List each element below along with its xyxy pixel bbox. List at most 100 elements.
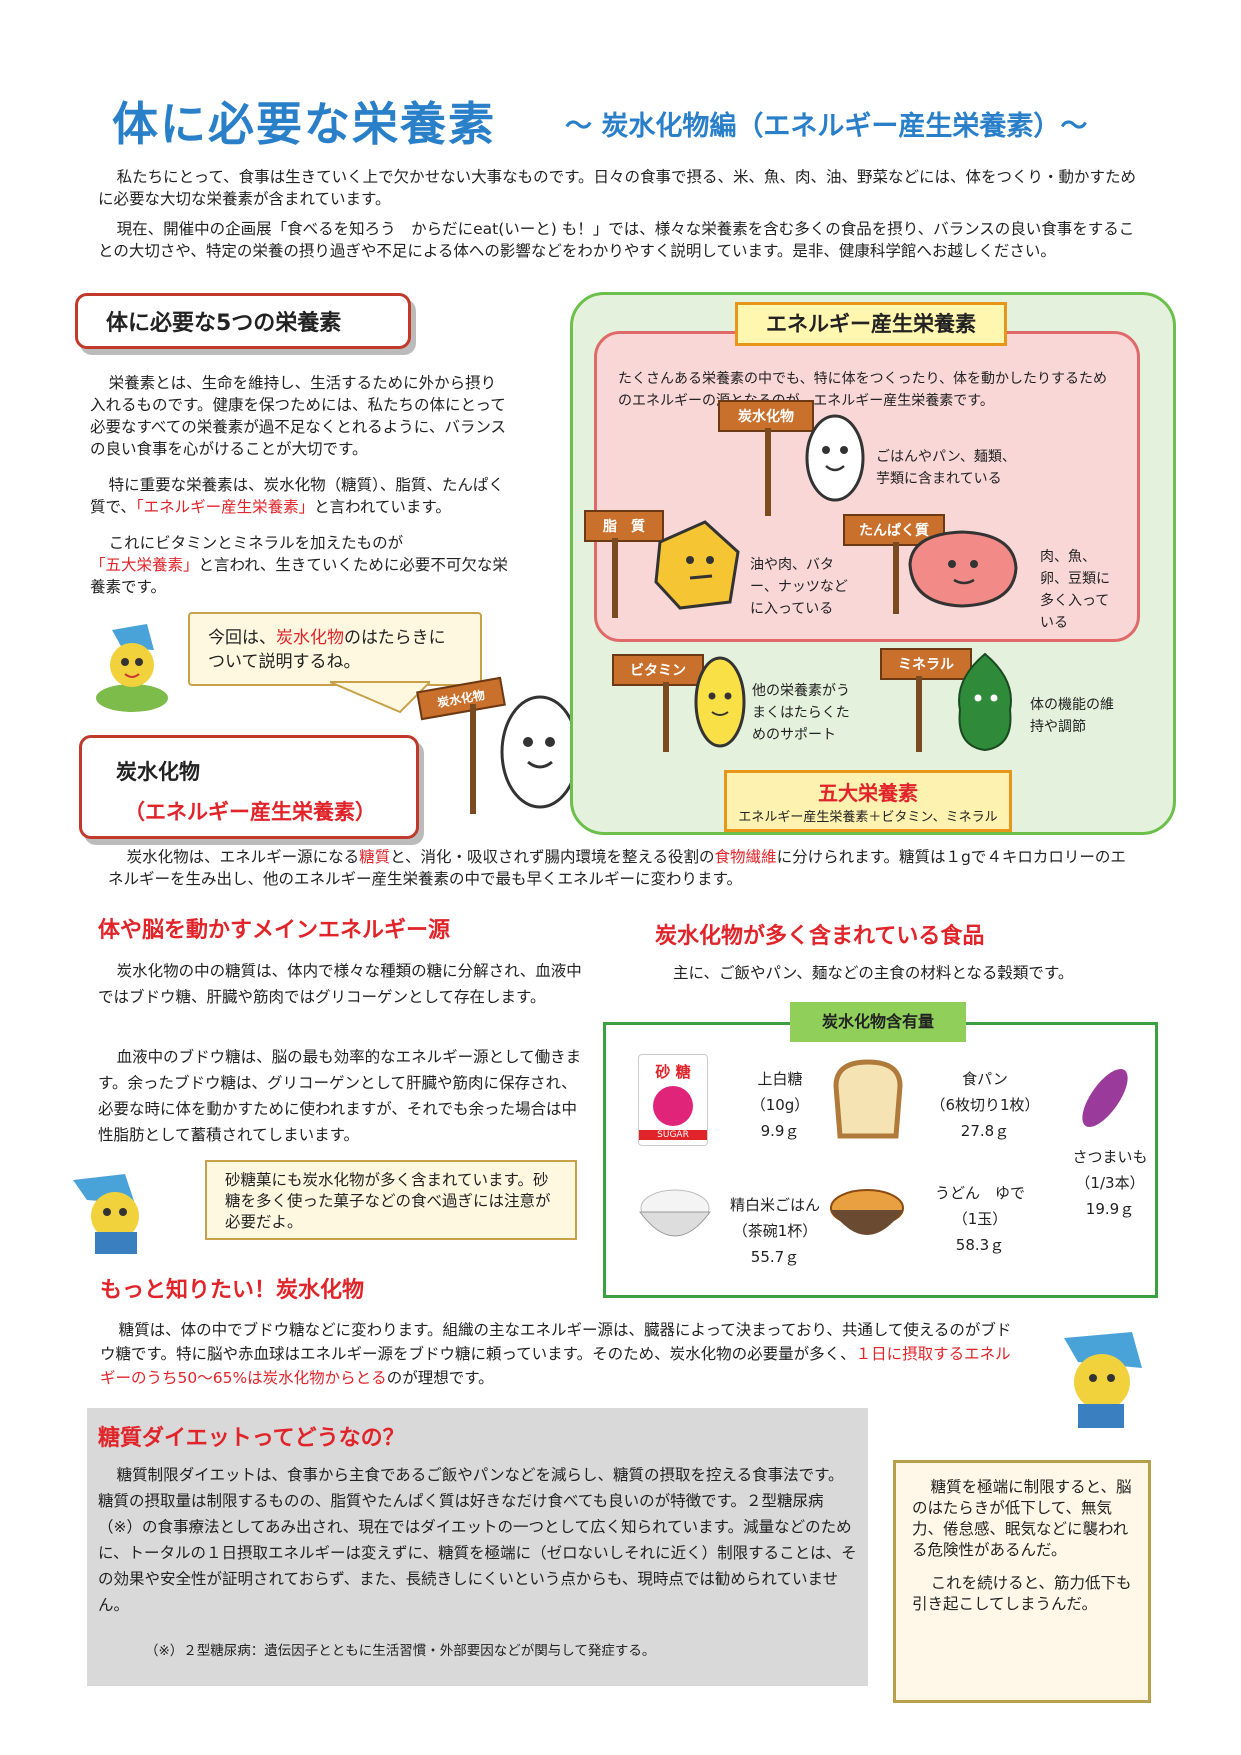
- energy-paragraph-2: 血液中のブドウ糖は、脳の最も効率的なエネルギー源として働きます。余ったブドウ糖は…: [98, 1048, 582, 1144]
- food-name: 上白糖: [757, 1070, 803, 1088]
- carb-intro-red1: 糖質: [359, 848, 391, 866]
- carb-heading-line1: 炭水化物: [116, 760, 200, 784]
- p2-text-a: 特に重要な栄養素は、炭水化物（糖質）、脂質、たんぱく質で、: [90, 476, 504, 516]
- carb-heading-box: 炭水化物 （エネルギー産生栄養素）: [79, 735, 419, 839]
- fat-description: 油や肉、バター、ナッツなどに入っている: [750, 557, 848, 617]
- sugar-icon: 砂 糖 SUGAR: [638, 1054, 708, 1146]
- speech-bubble-1: 今回は、炭水化物のはたらきについて説明するね。: [188, 612, 482, 686]
- food-value: 19.9ｇ: [1085, 1200, 1135, 1218]
- carb-intro-b: と、消化・吸収されず腸内環境を整える役割の: [390, 848, 715, 866]
- speech-bubble-2-text: 砂糖菓にも炭水化物が多く含まれています。砂糖を多く使った菓子などの食べ過ぎには注…: [225, 1171, 551, 1231]
- carb-description: ごはんやパン、麺類、芋類に含まれている: [876, 449, 1016, 487]
- carb-heading-line2: （エネルギー産生栄養素）: [124, 800, 376, 824]
- speech1-a: 今回は、: [208, 628, 276, 648]
- carb-content-title: 炭水化物含有量: [790, 1002, 966, 1042]
- food-name: 食パン: [962, 1070, 1008, 1088]
- warning-note: 糖質を極端に制限すると、脳のはたらきが低下して、無気力、倦怠感、眠気などに襲われ…: [893, 1460, 1151, 1703]
- diet-footnote: （※）２型糖尿病：遺伝因子とともに生活習慣・外部要因などが関与して発症する。: [145, 1643, 656, 1659]
- p3-text-a: これにビタミンとミネラルを加えたものが: [108, 534, 404, 552]
- p3-text-b: と言われ、生きていくために必要不可欠な栄養素です。: [90, 556, 508, 596]
- sign-vitamin: ビタミン: [612, 654, 704, 686]
- food-amount: （1玉）: [952, 1210, 1008, 1228]
- meat-icon: [902, 524, 1022, 616]
- sign-fat-post: [612, 538, 618, 618]
- carb-sign-post: [470, 704, 476, 814]
- more-heading: もっと知りたい！炭水化物: [100, 1278, 365, 1303]
- five-nutrients-heading: 体に必要な5つの栄養素: [75, 293, 411, 349]
- food-amount: （6枚切り1枚）: [930, 1096, 1040, 1114]
- food-amount: （10g）: [750, 1096, 810, 1114]
- sign-protein-post: [893, 542, 899, 614]
- speech-bubble-1-text: 今回は、炭水化物のはたらきについて説明するね。: [208, 626, 462, 674]
- mascot-icon: [92, 620, 172, 715]
- sign-mineral: ミネラル: [880, 648, 972, 680]
- protein-description: 肉、魚、卵、豆類に多く入っている: [1040, 549, 1110, 631]
- food-value: 58.3ｇ: [955, 1236, 1005, 1254]
- food-name: うどん ゆで: [934, 1184, 1025, 1202]
- sign-carb-post: [765, 428, 771, 516]
- sign-fat: 脂 質: [584, 510, 664, 542]
- mascot-reading-icon-2: [1044, 1328, 1150, 1436]
- foods-heading: 炭水化物が多く含まれている食品: [655, 924, 985, 949]
- sugar-icon-sub: SUGAR: [639, 1130, 707, 1140]
- sweet-potato-icon: [1070, 1050, 1140, 1140]
- rice-bowl-icon: [636, 1178, 714, 1256]
- food-value: 27.8ｇ: [960, 1122, 1010, 1140]
- five-nutrients-banner-title: 五大栄養素: [818, 781, 918, 805]
- diagram-description: たくさんある栄養素の中でも、特に体をつくったり、体を動かしたりするためのエネルギ…: [618, 371, 1108, 409]
- bread-icon: [830, 1058, 906, 1140]
- food-value: 55.7ｇ: [750, 1248, 800, 1266]
- rice-character-icon: [490, 690, 590, 820]
- diet-paragraph: 糖質制限ダイエットは、食事から主食であるご飯やパンなどを減らし、糖質の摂取を控え…: [98, 1466, 857, 1614]
- p2-text-b: と言われています。: [314, 498, 451, 516]
- more-red: １日に摂取するエネルギーのうち50～65%は炭水化物からとる: [100, 1345, 1011, 1387]
- five-nutrients-text: 栄養素とは、生命を維持し、生活するために外から摂り入れるものです。健康を保つため…: [90, 372, 510, 598]
- more-paragraph: 糖質は、体の中でブドウ糖などに変わります。組織の主なエネルギー源は、臓器によって…: [100, 1318, 1020, 1390]
- speech1-b: のはたらきについて説明するね。: [208, 628, 446, 672]
- rice-grain-icon: [800, 410, 870, 505]
- food-amount: （1/3本）: [1075, 1174, 1145, 1192]
- food-name: さつまいも: [1072, 1148, 1148, 1166]
- food-name: 精白米ごはん: [729, 1196, 820, 1214]
- mascot-reading-icon: [65, 1170, 163, 1260]
- warning-note-p2: これを続けると、筋力低下も引き起こしてしまうんだ。: [912, 1574, 1132, 1613]
- leaf-icon: [950, 650, 1020, 754]
- food-item-rice: 精白米ごはん （茶碗1杯） 55.7ｇ: [710, 1192, 840, 1270]
- speech1-red: 炭水化物: [276, 628, 344, 648]
- five-nutrients-p2: 特に重要な栄養素は、炭水化物（糖質）、脂質、たんぱく質で、「エネルギー産生栄養素…: [90, 474, 510, 518]
- speech-bubble-2: 砂糖菓にも炭水化物が多く含まれています。砂糖を多く使った菓子などの食べ過ぎには注…: [205, 1160, 577, 1240]
- five-nutrients-banner: 五大栄養素 エネルギー産生栄養素＋ビタミン、ミネラル: [724, 770, 1012, 832]
- diet-heading: 糖質ダイエットってどうなの？: [98, 1426, 405, 1451]
- vitamin-description: 他の栄養素がうまくはたらくためのサポート: [752, 683, 850, 743]
- energy-paragraph-1: 炭水化物の中の糖質は、体内で様々な種類の糖に分解され、血液中ではブドウ糖、肝臓や…: [98, 962, 582, 1006]
- speech-tail-icon: [330, 681, 430, 714]
- lemon-icon: [690, 650, 750, 752]
- carb-intro-a: 炭水化物は、エネルギー源になる: [126, 848, 360, 866]
- five-nutrients-banner-sub: エネルギー産生栄養素＋ビタミン、ミネラル: [738, 810, 998, 825]
- food-item-sugar: 上白糖 （10g） 9.9ｇ: [720, 1066, 840, 1144]
- sign-mineral-post: [916, 676, 922, 752]
- foods-description: 主に、ご飯やパン、麺などの主食の材料となる穀類です。: [673, 964, 1074, 982]
- food-value: 9.9ｇ: [760, 1122, 800, 1140]
- energy-heading: 体や脳を動かすメインエネルギー源: [98, 918, 451, 943]
- energy-nutrients-banner: エネルギー産生栄養素: [735, 302, 1007, 346]
- five-nutrients-p3: これにビタミンとミネラルを加えたものが「五大栄養素」と言われ、生きていくために必…: [90, 532, 510, 598]
- warning-note-p1: 糖質を極端に制限すると、脳のはたらきが低下して、無気力、倦怠感、眠気などに襲われ…: [912, 1478, 1132, 1559]
- food-item-bread: 食パン （6枚切り1枚） 27.8ｇ: [910, 1066, 1060, 1144]
- p2-text-red: 「エネルギー産生栄養素」: [135, 498, 315, 516]
- intro-paragraph-1: 私たちにとって、食事は生きていく上で欠かせない大事なものです。日々の食事で摂る、…: [98, 168, 1137, 208]
- page-subtitle: ～ 炭水化物編（エネルギー産生栄養素）～: [565, 111, 1088, 142]
- carb-intro-paragraph: 炭水化物は、エネルギー源になる糖質と、消化・吸収されず腸内環境を整える役割の食物…: [108, 846, 1138, 890]
- page-title: 体に必要な栄養素: [112, 97, 496, 151]
- carb-intro-c: に分けられます。糖質は１gで４キロカロリーのエネルギーを生み出し、他のエネルギー…: [108, 848, 1126, 888]
- food-item-udon: うどん ゆで （1玉） 58.3ｇ: [920, 1180, 1040, 1258]
- sugar-icon-label: 砂 糖: [655, 1063, 691, 1081]
- intro-paragraph-2: 現在、開催中の企画展「食べるを知ろう からだにeat(いーと) も！」では、様々…: [98, 220, 1135, 260]
- udon-bowl-icon: [826, 1178, 908, 1256]
- more-a: 糖質は、体の中でブドウ糖などに変わります。組織の主なエネルギー源は、臓器によって…: [100, 1321, 1012, 1363]
- diet-section: [87, 1408, 868, 1686]
- butter-cube-icon: [650, 512, 745, 612]
- sign-vitamin-post: [663, 682, 669, 752]
- mineral-description: 体の機能の維持や調節: [1030, 697, 1114, 735]
- p3-text-red: 「五大栄養素」: [90, 556, 199, 574]
